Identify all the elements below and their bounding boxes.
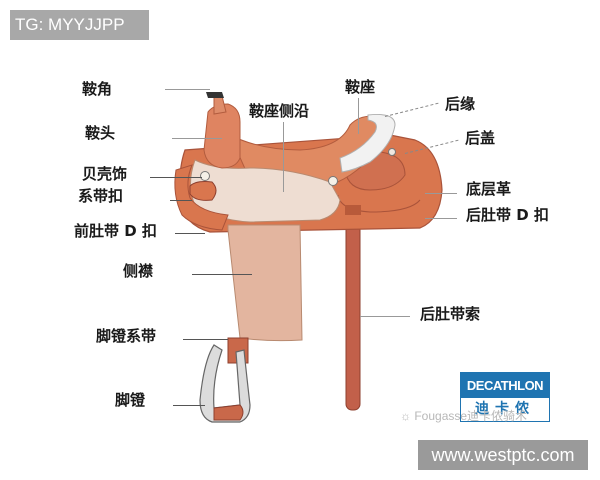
leader-fender [192,274,252,275]
label-cantle-binding: 后缘 [445,95,476,113]
label-horn: 鞍角 [82,80,113,98]
leader-tie-buckle [170,200,192,201]
leader-skirt [425,193,457,194]
leader-stirrup-leather [183,339,228,340]
label-skirt: 底层革 [466,180,512,198]
leader-horn [165,89,210,90]
decathlon-brand-cn: 迪卡侬 [475,401,535,417]
label-fender: 侧襟 [123,262,154,280]
wechat-text: Fougasse迪卡侬骑术 [414,409,528,423]
leader-rear-cinch-d-ring [425,218,457,219]
leader-rear-cinch-strap [360,316,410,317]
label-stirrup: 脚镫 [115,391,146,409]
label-rear-cinch-d-ring: 后肚带 D 扣 [466,206,549,224]
leader-seat [358,98,359,134]
label-seat: 鞍座 [345,78,376,96]
leader-front-cinch-d-ring [175,233,205,234]
leader-concho [150,177,202,178]
label-cantle: 后盖 [465,129,496,147]
wechat-icon: ☼ [400,409,411,423]
leader-seat-jockey [283,122,284,192]
label-stirrup-leather: 脚镫系带 [96,327,157,345]
label-front-cinch-d-ring: 前肚带 D 扣 [74,222,157,240]
decathlon-brand: DECATHLON [461,373,549,398]
watermark-top: TG: MYYJJPP [10,10,149,40]
label-tie-buckle: 系带扣 [78,187,124,205]
wechat-watermark: ☼ Fougasse迪卡侬骑术 [400,407,527,424]
label-pommel: 鞍头 [85,124,116,142]
leader-stirrup [173,405,205,406]
watermark-bottom: www.westptc.com [418,440,588,470]
label-rear-cinch-strap: 后肚带索 [420,305,481,323]
label-concho: 贝壳饰 [82,165,128,183]
decathlon-logo: DECATHLON 迪卡侬 [460,372,550,422]
leader-pommel [172,138,222,139]
label-seat-jockey: 鞍座侧沿 [249,102,310,120]
